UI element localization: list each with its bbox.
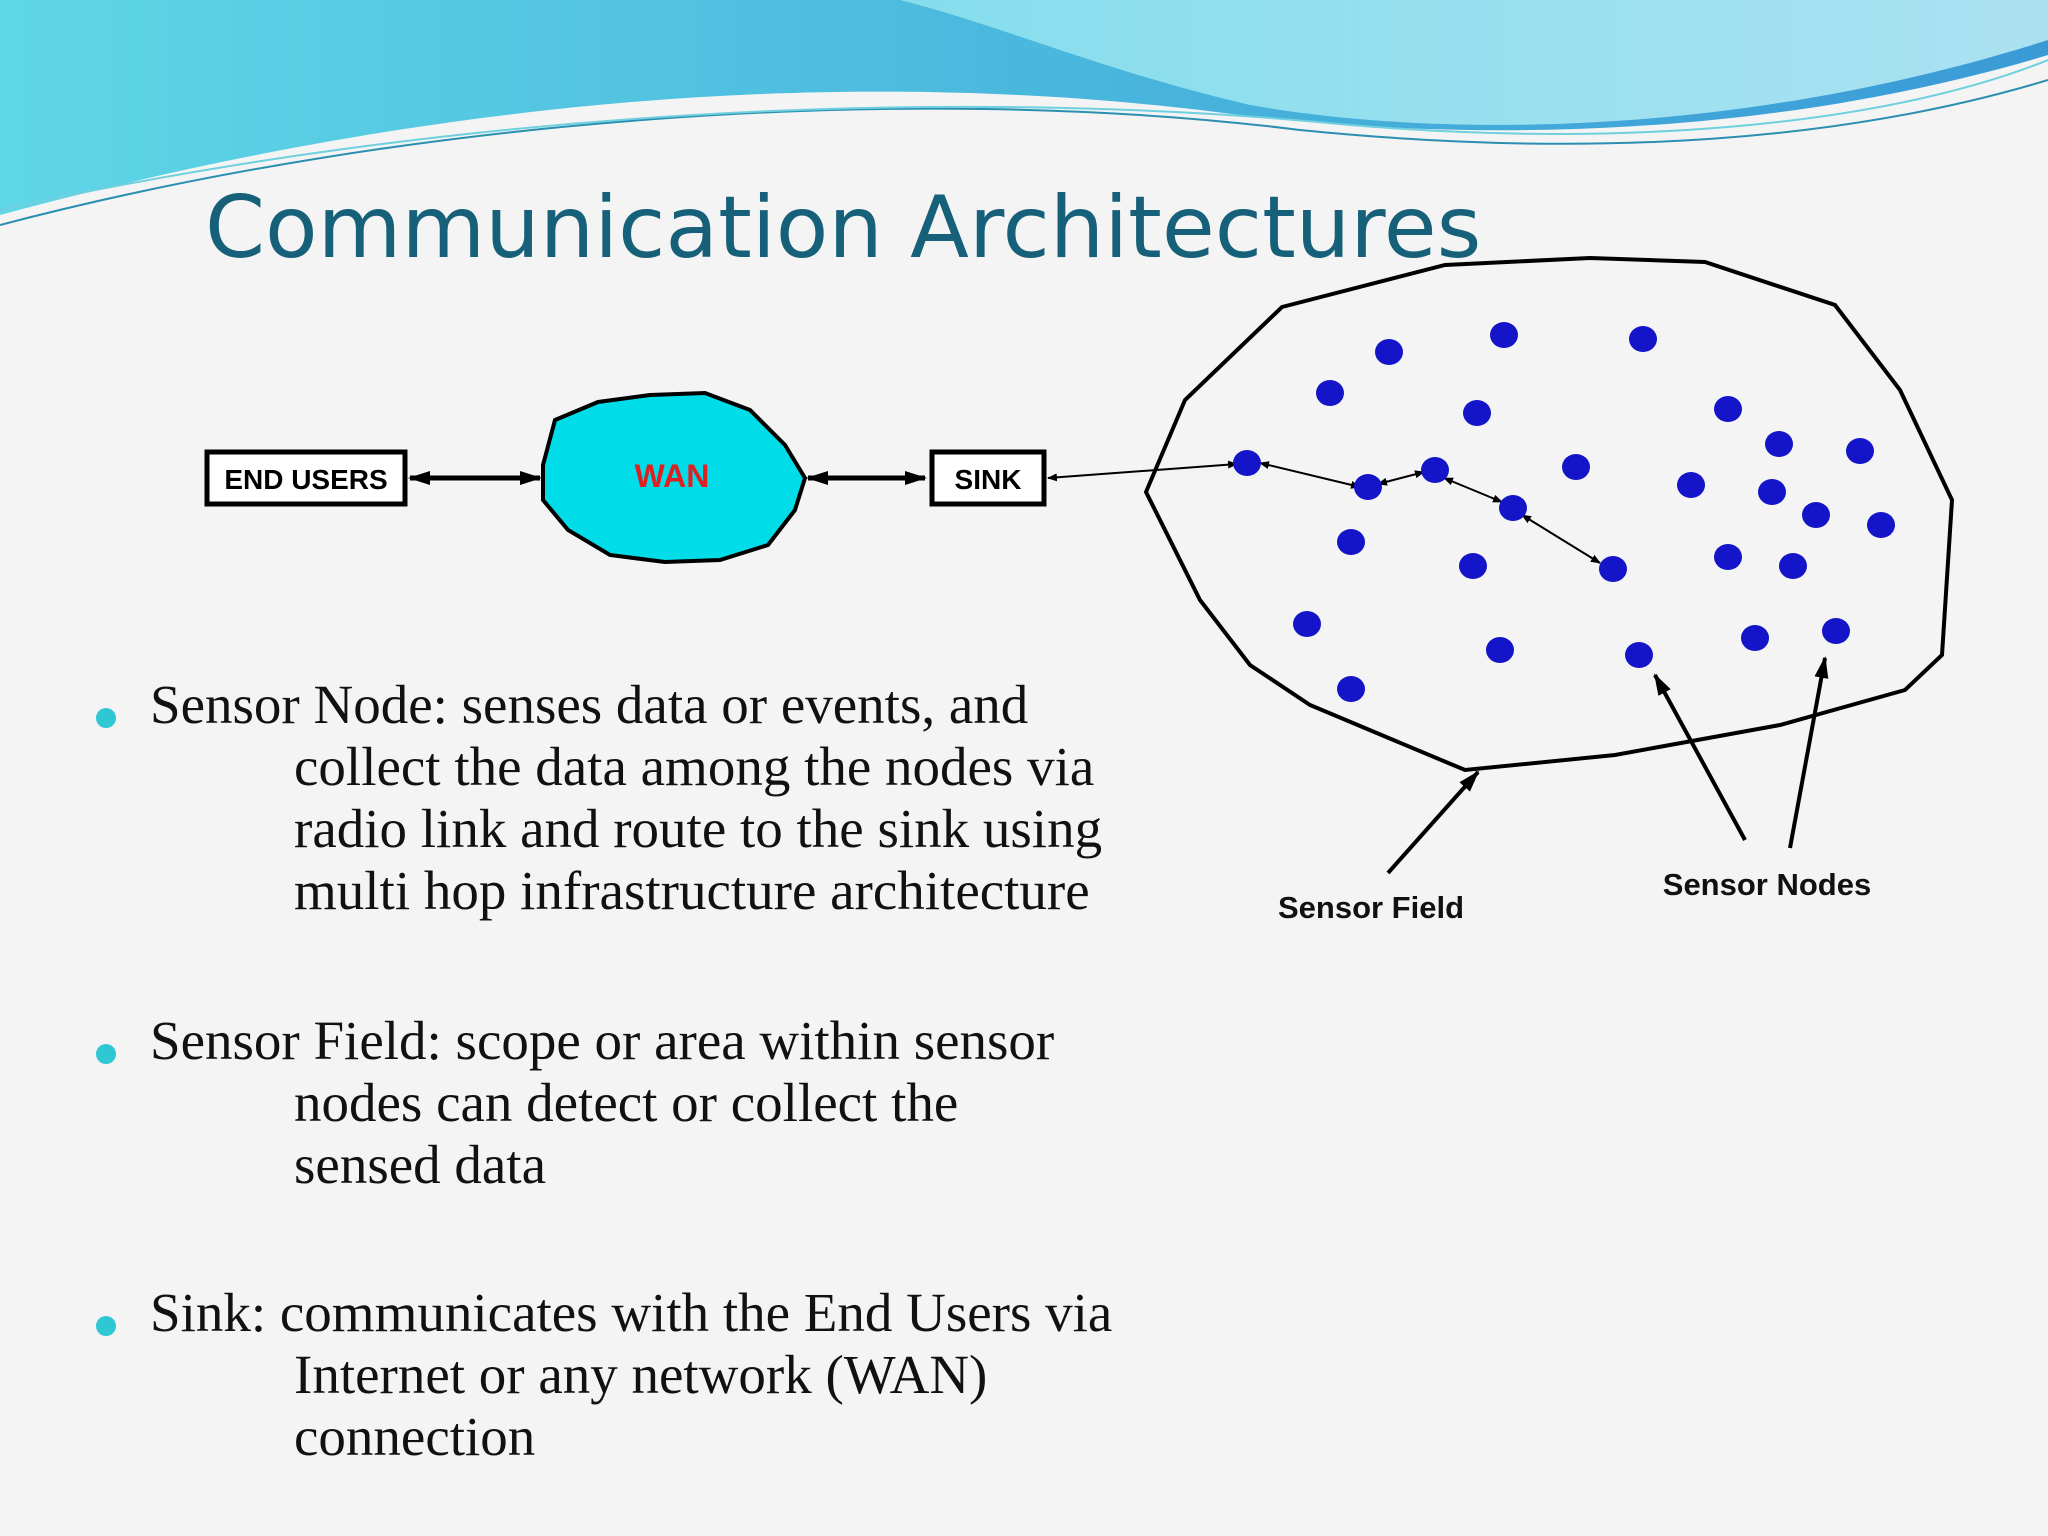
sensor-nodes-label: Sensor Nodes [1663,867,1871,902]
bullet-sink: Sink: communicates with the End Users vi… [96,1282,1112,1468]
end-users-label: END USERS [224,464,387,495]
sensor-node [1846,438,1874,464]
bullet-dot [96,1316,116,1336]
sensor-node [1421,457,1449,483]
bullet-line: Sink: communicates with the End Users vi… [150,1282,1113,1343]
sensor-node [1625,642,1653,668]
bullet-line: Sensor Node: senses data or events, and [150,674,1029,735]
sensor-node [1741,625,1769,651]
sink-box: SINK [929,449,1047,507]
sensor-field-boundary [1143,255,1955,773]
wan-label: WAN [635,458,710,494]
bullet-line: collect the data among the nodes via [294,736,1095,797]
sensor-node [1337,529,1365,555]
sensor-node [1822,618,1850,644]
sensor-node [1714,544,1742,570]
end-users-box: END USERS [204,449,408,507]
sensor-node [1233,450,1261,476]
sink-label: SINK [955,464,1022,495]
sensor-node [1629,326,1657,352]
arrow-sink-field [1047,460,1238,482]
sensor-node [1316,380,1344,406]
sensor-node [1490,322,1518,348]
sensor-node [1867,512,1895,538]
sensor-node [1802,502,1830,528]
sensor-node [1375,339,1403,365]
bullet-sensor-node: Sensor Node: senses data or events, and … [96,674,1102,922]
bullet-line: nodes can detect or collect the [294,1072,959,1133]
bullet-line: radio link and route to the sink using [294,798,1103,859]
sensor-node [1779,553,1807,579]
bullet-dot [96,708,116,728]
multi-hop-route [1259,461,1601,564]
bullet-line: multi hop infrastructure architecture [294,860,1090,921]
sensor-node [1459,553,1487,579]
bullet-line: sensed data [294,1134,546,1195]
wan-cloud: WAN [541,390,808,565]
bullet-sensor-field: Sensor Field: scope or area within senso… [96,1010,1054,1196]
sensor-node [1293,611,1321,637]
sensor-node [1562,454,1590,480]
bullet-line: Sensor Field: scope or area within senso… [150,1010,1055,1071]
bullet-text: Sink: communicates with the End Users vi… [150,1282,1112,1468]
sensor-node [1337,676,1365,702]
sensor-node [1599,556,1627,582]
arrow-sensor-nodes-label-1 [1653,673,1747,841]
sensor-nodes [1233,322,1895,702]
arrow-sensor-field-label [1386,770,1480,875]
arrow-sensor-nodes-label-2 [1788,656,1829,849]
sensor-node [1765,431,1793,457]
bullet-text: Sensor Node: senses data or events, and … [150,674,1102,922]
bullet-text: Sensor Field: scope or area within senso… [150,1010,1054,1196]
sensor-field-label: Sensor Field [1278,890,1464,925]
sensor-node [1758,479,1786,505]
sensor-node [1463,400,1491,426]
sensor-node [1499,495,1527,521]
sensor-node [1677,472,1705,498]
slide-title: Communication Architectures [205,178,1482,278]
sensor-node [1714,396,1742,422]
sensor-node [1486,637,1514,663]
bullet-line: connection [294,1406,536,1467]
bullet-dot [96,1044,116,1064]
sensor-node [1354,474,1382,500]
bullet-line: Internet or any network (WAN) [294,1344,988,1405]
